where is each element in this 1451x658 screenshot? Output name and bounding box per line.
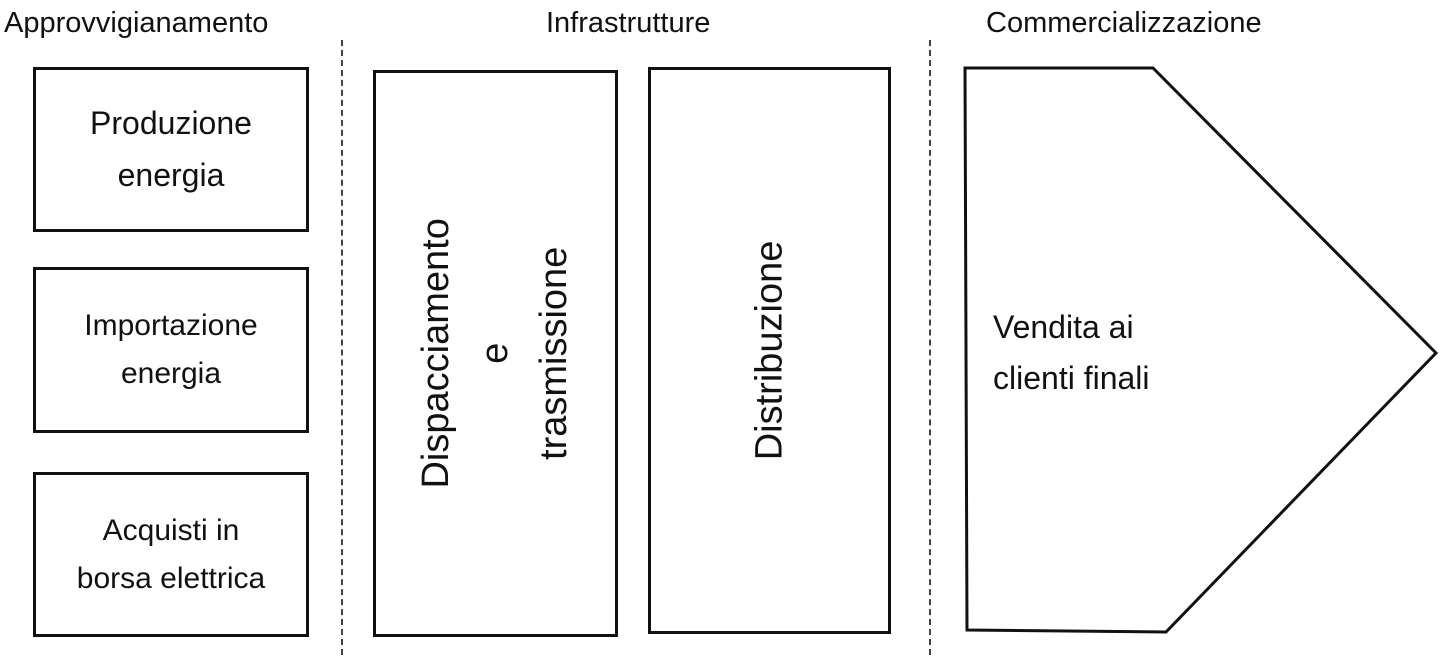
production-label: Produzione energia: [90, 105, 252, 193]
header-supply: Approvvigianamento: [4, 7, 269, 39]
distribution-box: Distribuzione: [648, 67, 891, 634]
header-infrastructure: Infrastrutture: [546, 7, 711, 39]
import-box: Importazione energia: [33, 267, 309, 433]
production-box: Produzione energia: [33, 67, 309, 232]
sales-label: Vendita ai clienti finali: [993, 309, 1150, 397]
exchange-box: Acquisti in borsa elettrica: [33, 472, 309, 637]
import-label: Importazione energia: [84, 309, 258, 390]
dispatching-box: Dispacciamento e trasmissione: [373, 70, 618, 637]
header-commercial: Commercializzazione: [986, 7, 1262, 39]
exchange-label: Acquisti in borsa elettrica: [76, 513, 266, 595]
divider-left: [341, 40, 343, 655]
divider-right: [929, 40, 931, 655]
